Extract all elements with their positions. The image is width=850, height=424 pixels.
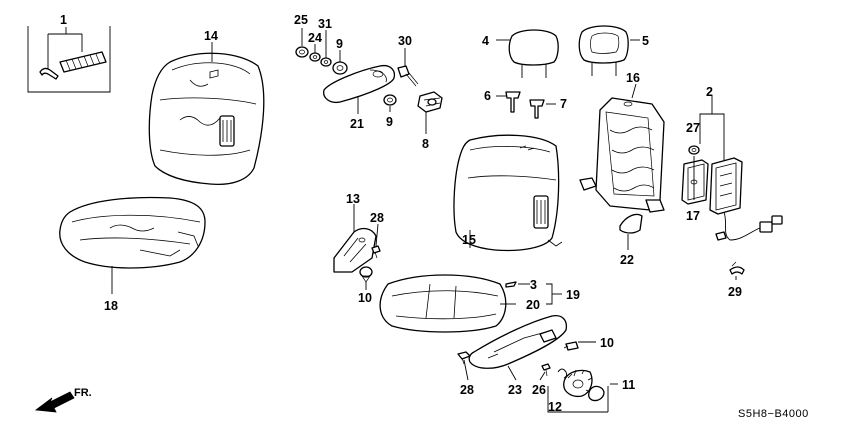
callout-15: 15 bbox=[462, 233, 476, 247]
callout-4: 4 bbox=[482, 34, 489, 48]
callout-9-top: 9 bbox=[336, 37, 343, 51]
callout-31: 31 bbox=[318, 17, 332, 31]
callout-2: 2 bbox=[706, 85, 713, 99]
part-20-seat-cushion-pad bbox=[379, 274, 507, 333]
callout-14: 14 bbox=[204, 29, 218, 43]
part-23-side-trim bbox=[468, 314, 568, 369]
part-16-seat-back-frame bbox=[579, 97, 665, 213]
part-10-fastener-right bbox=[563, 341, 579, 351]
callout-5: 5 bbox=[642, 34, 649, 48]
callout-29: 29 bbox=[728, 285, 742, 299]
callout-20: 20 bbox=[526, 298, 540, 312]
part-17-airbag-cover bbox=[681, 159, 709, 205]
part-6-headrest-guide bbox=[505, 91, 521, 113]
callout-19: 19 bbox=[566, 288, 580, 302]
part-27-nut bbox=[688, 145, 700, 155]
callout-27: 27 bbox=[686, 121, 700, 135]
callout-3: 3 bbox=[530, 278, 537, 292]
part-29-clip bbox=[729, 261, 745, 275]
callout-23: 23 bbox=[508, 383, 522, 397]
callout-22: 22 bbox=[620, 253, 634, 267]
callout-9-lower: 9 bbox=[386, 115, 393, 129]
part-11-recline-knob-set bbox=[547, 369, 609, 413]
callout-10-right: 10 bbox=[600, 336, 614, 350]
callout-26: 26 bbox=[532, 383, 546, 397]
callout-11: 11 bbox=[622, 378, 635, 392]
part-15-seat-back-pad bbox=[453, 134, 563, 252]
part-8-armrest-bracket bbox=[417, 91, 443, 113]
part-9-cap-lower bbox=[383, 94, 397, 106]
callout-24: 24 bbox=[308, 31, 322, 45]
callout-6: 6 bbox=[484, 89, 491, 103]
callout-18: 18 bbox=[104, 299, 118, 313]
front-direction-arrow: FR. bbox=[34, 387, 92, 413]
part-5-headrest bbox=[578, 25, 629, 76]
part-18-seat-cushion-cover bbox=[59, 196, 206, 269]
part-4-headrest bbox=[508, 29, 559, 78]
callout-13: 13 bbox=[346, 192, 360, 206]
part-10-fastener-left bbox=[359, 266, 373, 283]
part-24-washer bbox=[309, 52, 321, 62]
front-direction-label: FR. bbox=[74, 387, 92, 399]
part-14-seat-back-cover bbox=[148, 52, 265, 186]
leader-lines bbox=[111, 28, 737, 385]
part-22-recline-lever bbox=[619, 213, 643, 234]
part-1-clip-set bbox=[27, 26, 111, 93]
callout-28-lower: 28 bbox=[460, 383, 474, 397]
diagram-code: S5H8−B4000 bbox=[738, 408, 809, 420]
part-31-washer bbox=[320, 57, 332, 67]
callout-12: 12 bbox=[548, 400, 562, 414]
callout-1: 1 bbox=[60, 13, 67, 27]
part-21-armrest bbox=[323, 64, 396, 104]
callout-21: 21 bbox=[350, 117, 364, 131]
part-3-clip bbox=[505, 281, 517, 288]
callout-30: 30 bbox=[398, 34, 412, 48]
part-28-screw-upper bbox=[371, 245, 381, 259]
part-28-screw-lower bbox=[457, 351, 471, 365]
callout-25: 25 bbox=[294, 13, 308, 27]
part-13-recline-cover bbox=[333, 227, 377, 273]
part-12-spring-clip bbox=[557, 368, 568, 379]
callout-numbers: 1 2 3 4 5 6 7 8 9 9 10 10 11 12 13 14 15… bbox=[60, 13, 742, 414]
part-25-nut bbox=[295, 46, 309, 58]
part-30-bolt bbox=[397, 65, 419, 87]
callout-28-upper: 28 bbox=[370, 211, 384, 225]
callout-16: 16 bbox=[626, 71, 640, 85]
callout-7: 7 bbox=[560, 97, 567, 111]
callout-8: 8 bbox=[422, 137, 429, 151]
part-9-cap-top bbox=[332, 61, 348, 75]
part-26-screw bbox=[541, 363, 551, 377]
callout-17: 17 bbox=[686, 209, 700, 223]
callout-10-left: 10 bbox=[358, 291, 372, 305]
part-2-side-airbag bbox=[709, 157, 783, 241]
part-7-headrest-guide bbox=[529, 99, 545, 119]
